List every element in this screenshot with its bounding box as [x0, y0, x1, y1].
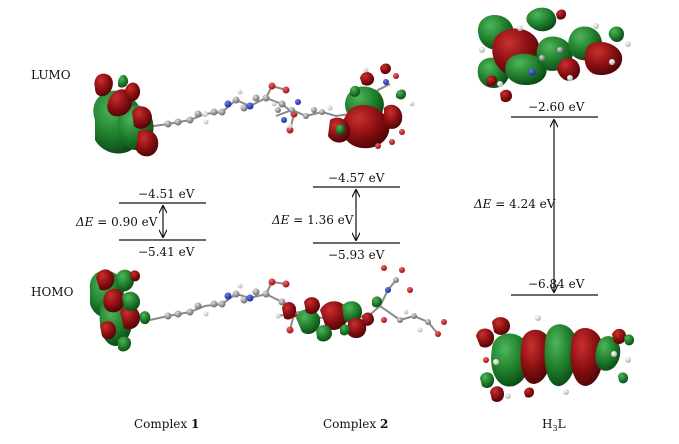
homo-label: HOMO [31, 285, 74, 299]
caption-complex-2: Complex 2 [323, 417, 388, 431]
molecule-atoms [164, 82, 298, 134]
caption-prefix: Complex [134, 417, 191, 431]
molecule-atoms [479, 23, 631, 87]
caption-main: H [542, 417, 552, 431]
gap-value: = 0.90 eV [93, 215, 157, 229]
homo-energy-value: −6.84 eV [528, 277, 585, 291]
molecule-backbone [139, 84, 296, 131]
lumo-label: LUMO [31, 68, 71, 82]
complex1-homo-orbital [89, 269, 298, 352]
gap-label: ΔE = 1.36 eV [271, 213, 354, 227]
complex1-lumo-orbital [93, 73, 298, 157]
complex2-lumo-orbital [271, 63, 415, 149]
molecule-atoms [275, 265, 447, 337]
molecule-atoms [483, 315, 631, 399]
molecule-atoms [271, 67, 415, 149]
h3l-homo-orbital [476, 315, 634, 402]
complex2-homo-orbital [275, 265, 447, 342]
h3l-lumo-orbital [477, 7, 631, 103]
caption-end: L [558, 417, 566, 431]
caption-prefix: Complex [323, 417, 380, 431]
complex2-energy-levels: −4.57 eV −5.93 eV ΔE = 1.36 eV [271, 171, 400, 262]
lumo-energy-value: −2.60 eV [528, 100, 585, 114]
gap-symbol: ΔE [271, 213, 290, 227]
lumo-energy-value: −4.51 eV [138, 187, 195, 201]
gap-symbol: ΔE [473, 197, 492, 211]
caption-number: 2 [380, 417, 388, 431]
homo-energy-value: −5.41 eV [138, 245, 195, 259]
molecule-atoms [164, 278, 298, 334]
gap-label: ΔE = 4.24 eV [473, 197, 556, 211]
caption-h3l: H3L [542, 417, 566, 433]
complex1-energy-levels: −4.51 eV −5.93 eV −5.41 eV ΔE = 0.90 eV [75, 187, 206, 259]
caption-number: 1 [191, 417, 199, 431]
lumo-energy-value: −4.57 eV [328, 171, 385, 185]
caption-complex-1: Complex 1 [134, 417, 199, 431]
gap-value: = 1.36 eV [289, 213, 353, 227]
gap-label: ΔE = 0.90 eV [75, 215, 158, 229]
gap-value: = 4.24 eV [491, 197, 555, 211]
caption-subscript: 3 [552, 424, 557, 433]
h3l-energy-levels: −2.60 eV −6.84 eV ΔE = 4.24 eV [473, 100, 598, 296]
gap-symbol: ΔE [75, 215, 94, 229]
homo-energy-value: −5.93 eV [328, 248, 385, 262]
